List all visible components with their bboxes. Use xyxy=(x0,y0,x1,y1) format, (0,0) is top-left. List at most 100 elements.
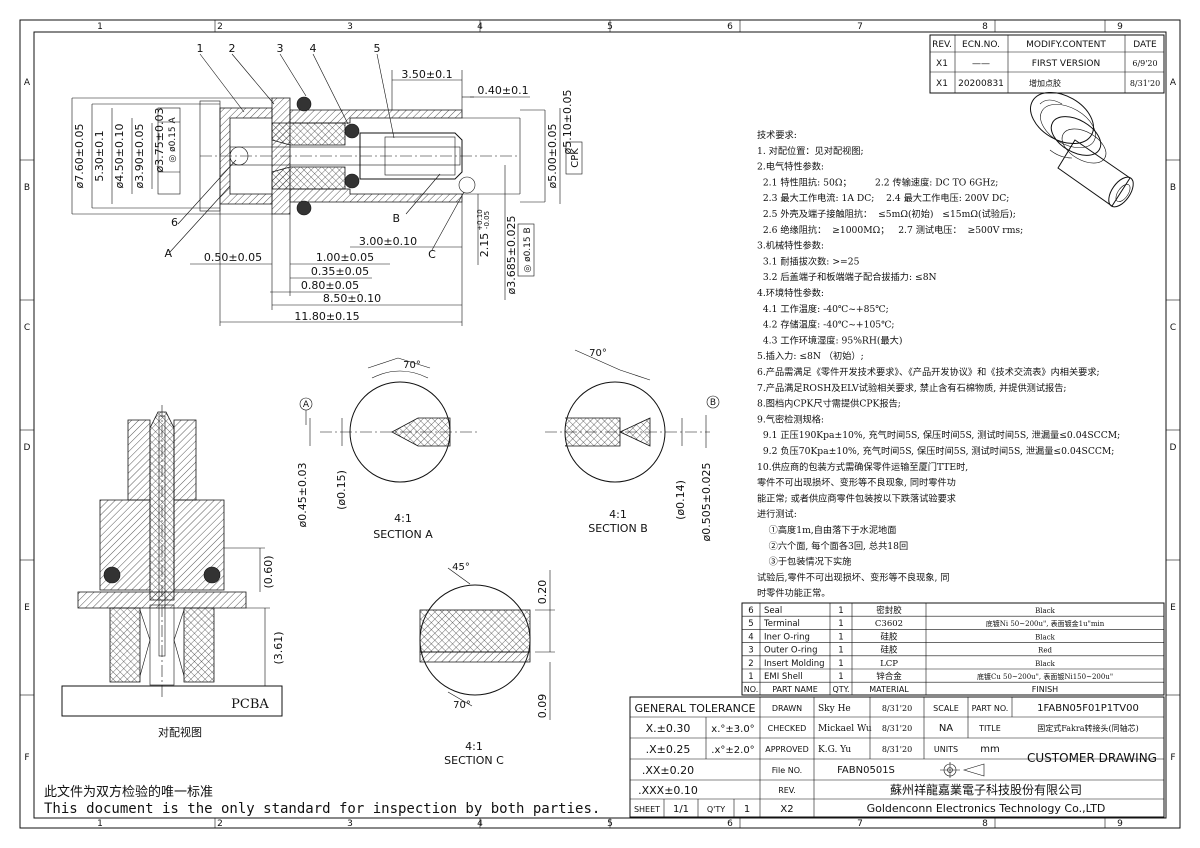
title-label: TITLE xyxy=(978,724,1001,733)
section-marker-a: A xyxy=(164,247,172,260)
tech-note-line: ③于包装情况下实施 xyxy=(757,556,851,568)
rev-value: X2 xyxy=(780,804,793,815)
balloon-1: 1 xyxy=(197,42,204,55)
dim-l850: 8.50±0.10 xyxy=(323,292,381,305)
grid-col-label: 7 xyxy=(857,819,863,829)
bom-cell: 1 xyxy=(838,632,843,642)
tech-note-line: 3.机械特性参数: xyxy=(757,240,824,252)
bottom-dimensions: 3.00±0.10 2.15 +0.10 -0.05 ø3.685±0.025 … xyxy=(190,165,535,326)
section-c-title: SECTION C xyxy=(444,754,504,767)
tech-note-line: 技术要求: xyxy=(757,129,797,141)
file-no-label: File NO. xyxy=(772,766,802,775)
dim-l050: 0.50±0.05 xyxy=(204,251,262,264)
section-a-scale: 4:1 xyxy=(394,512,412,525)
grid-col-label: 9 xyxy=(1117,22,1123,32)
bom-cell: EMI Shell xyxy=(764,672,803,682)
approved-name: K.G. Yu xyxy=(818,745,851,755)
tech-note-line: 4.环境特性参数: xyxy=(757,287,824,299)
section-b-title: SECTION B xyxy=(588,522,648,535)
section-b-datum: B xyxy=(710,398,716,408)
general-tolerance-label: GENERAL TOLERANCE xyxy=(634,702,755,715)
bom-cell: 2 xyxy=(748,659,753,669)
tech-note-line: 3.1 耐插拔次数: >=25 xyxy=(757,255,860,267)
tech-note-line: 4.2 存储温度: -40℃~+105℃; xyxy=(757,319,895,331)
mating-dim-361: (3.61) xyxy=(272,631,285,664)
bom-cell: 底镀Ni 50~200u", 表面镀金1u"min xyxy=(986,619,1105,628)
section-a-datum: A xyxy=(303,400,310,410)
bom-cell: Outer O-ring xyxy=(764,646,817,656)
dim-l300: 3.00±0.10 xyxy=(359,235,417,248)
units-value: mm xyxy=(980,744,999,755)
section-a-title: SECTION A xyxy=(373,528,433,541)
section-b-scale: 4:1 xyxy=(609,508,627,521)
revision-table: REV. ECN.NO. MODIFY.CONTENT DATE X1 —— F… xyxy=(929,34,1165,94)
checked-name: Mickael Wu xyxy=(818,724,872,734)
rev-row1-rev: X1 xyxy=(936,59,948,69)
dim-d530: 5.30±0.1 xyxy=(93,130,106,181)
tech-note-line: 9.1 正压190Kpa±10%, 充气时间5S, 保压时间5S, 测试时间5S… xyxy=(757,429,1120,441)
grid-row-label: D xyxy=(1170,443,1177,453)
units-label: UNITS xyxy=(934,745,958,754)
rev-row2-date: 8/31'20 xyxy=(1130,79,1160,88)
qty-value: 1 xyxy=(744,804,750,815)
bom-header-cell: PART NAME xyxy=(772,685,818,694)
bom-cell: 1 xyxy=(838,672,843,682)
bom-cell: Black xyxy=(1035,607,1055,615)
grid-col-label: 2 xyxy=(217,819,223,829)
iso-view-connector xyxy=(1030,91,1134,208)
bom-cell: Iner O-ring xyxy=(764,632,810,642)
tech-note-line: 进行测试: xyxy=(757,508,797,520)
tolerance-frame-b: ◎ ø0.15 B xyxy=(523,227,533,272)
bom-cell: 4 xyxy=(748,632,753,642)
bom-header-cell: FINISH xyxy=(1032,685,1058,694)
rev-row1-content: FIRST VERSION xyxy=(1032,59,1100,69)
grid-col-label: 4 xyxy=(477,22,483,32)
grid-row-label: F xyxy=(24,753,29,763)
dim-d510: ø5.10±0.05 xyxy=(561,90,574,155)
tech-note-line: 2.5 外壳及端子接触阻抗： ≤5mΩ(初始) ≤15mΩ(试验后); xyxy=(757,208,1016,220)
tech-note-line: 4.3 工作环境湿度: 95%RH(最大) xyxy=(757,334,902,346)
part-leaders: 1 2 3 4 5 6 A B C xyxy=(164,42,465,261)
file-no-value: FABN0501S xyxy=(837,765,895,776)
approved-label: APPROVED xyxy=(765,745,809,754)
tech-note-line: 9.2 负压70Kpa±10%, 充气时间5S, 保压时间5S, 测试时间5S,… xyxy=(757,445,1114,457)
title-block: GENERAL TOLERANCE X.±0.30 x.°±3.0° .X±0.… xyxy=(629,696,1165,818)
part-no-label: PART NO. xyxy=(972,704,1009,713)
checked-date: 8/31'20 xyxy=(882,724,912,733)
tol-row3-linear: .XX±0.20 xyxy=(642,764,694,777)
tech-note-line: 试验后,零件不可出现损坏、变形等不良现象, 同 xyxy=(757,571,950,583)
scale-label: SCALE xyxy=(933,704,959,713)
qty-label: Q'TY xyxy=(707,805,725,814)
inner-o-ring-top xyxy=(344,123,360,139)
customer-drawing: CUSTOMER DRAWING xyxy=(1027,751,1157,765)
balloon-3: 3 xyxy=(277,42,284,55)
section-b-d1: (ø0.14) xyxy=(674,480,687,520)
inner-o-ring-bottom xyxy=(344,173,360,189)
section-c-scale: 4:1 xyxy=(465,740,483,753)
title-value: 固定式Fakra转接头(同轴芯) xyxy=(1037,723,1138,733)
section-c-d1: 0.20 xyxy=(536,580,549,605)
grid-row-label: B xyxy=(1170,183,1176,193)
section-marker-c: C xyxy=(428,248,436,261)
dim-d3685: ø3.685±0.025 xyxy=(505,216,518,295)
rev-row1-date: 6/9'20 xyxy=(1132,59,1157,68)
tech-note-line: 零件不可出现损坏、变形等不良现象, 同时零件功 xyxy=(757,477,956,489)
bom-cell: 硅胶 xyxy=(880,631,898,642)
section-c-d2: 0.09 xyxy=(536,694,549,719)
grid-col-label: 3 xyxy=(347,22,353,32)
dim-d375: ø3.75±0.03 xyxy=(153,108,166,173)
company-name-cn: 蘇州祥龍嘉業電子科技股份有限公司 xyxy=(890,782,1082,797)
bom-cell: 5 xyxy=(748,619,753,629)
grid-row-label: E xyxy=(1170,603,1176,613)
dim-d390: ø3.90±0.05 xyxy=(133,124,146,189)
grid-row-label: F xyxy=(1170,753,1175,763)
bom-cell: 1 xyxy=(748,672,753,682)
rev-header-content: MODIFY.CONTENT xyxy=(1026,40,1106,50)
tech-note-line: 7.产品满足ROSH及ELV试验相关要求, 禁止含有石棉物质, 并提供测试报告; xyxy=(757,382,1067,394)
left-dimensions: ø7.60±0.05 5.30±0.1 ø4.50±0.10 ø3.90±0.0… xyxy=(71,97,272,215)
grid-row-label: A xyxy=(24,78,31,88)
tech-notes: 技术要求:1. 对配位置：见对配视图;2.电气特性参数: 2.1 特性阻抗: 5… xyxy=(757,129,1120,599)
rev-row2-ecn: 20200831 xyxy=(958,79,1004,89)
